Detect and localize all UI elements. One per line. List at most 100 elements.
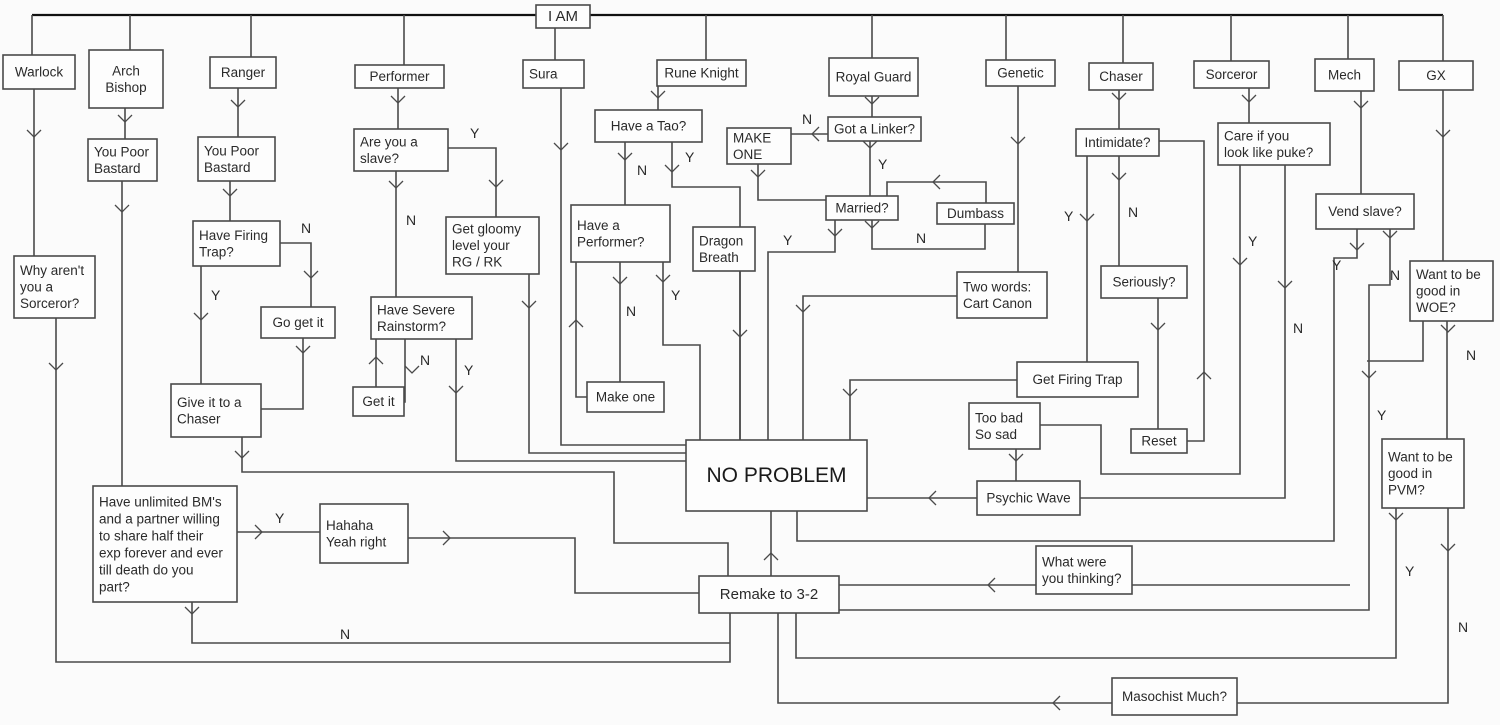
edge-label-slave-n: N bbox=[406, 212, 416, 228]
connector-line bbox=[777, 613, 1112, 704]
arrowhead-icon bbox=[114, 204, 130, 213]
node-box bbox=[956, 271, 1048, 319]
arrowhead-icon bbox=[254, 524, 263, 540]
connector-line bbox=[802, 295, 957, 440]
node-label: Bastard bbox=[204, 160, 251, 175]
arrowhead-icon bbox=[193, 312, 209, 321]
arrowhead-icon bbox=[448, 385, 464, 394]
arrowhead-icon bbox=[750, 169, 766, 178]
node-mech: Mech bbox=[1314, 58, 1375, 92]
arrowhead-icon bbox=[1440, 324, 1456, 333]
arrowhead-icon bbox=[864, 220, 880, 229]
node-label: Two words: bbox=[963, 279, 1031, 294]
connector-line bbox=[560, 88, 686, 446]
node-label: RG / RK bbox=[452, 255, 502, 270]
node-dumbass: Dumbass bbox=[936, 202, 1015, 225]
edge-label-puke-n: N bbox=[1293, 320, 1303, 336]
node-label: Married? bbox=[835, 201, 888, 216]
arrowhead-icon bbox=[488, 179, 504, 188]
arrowhead-icon bbox=[1241, 94, 1257, 103]
node-box bbox=[319, 503, 409, 564]
node-label: Bastard bbox=[94, 161, 141, 176]
node-box bbox=[445, 216, 540, 275]
arrowhead-icon bbox=[234, 450, 250, 459]
arrowhead-icon bbox=[117, 114, 133, 123]
arrowhead-icon bbox=[932, 174, 941, 190]
node-label: WOE? bbox=[1416, 300, 1456, 315]
node-label: till death do you bbox=[99, 562, 194, 577]
arrowhead-icon bbox=[612, 276, 628, 285]
edge-label-firing-y: Y bbox=[211, 287, 221, 303]
node-box bbox=[13, 255, 96, 319]
node-box bbox=[726, 127, 792, 165]
node-label: Get Firing Trap bbox=[1032, 372, 1122, 387]
arrowhead-icon bbox=[295, 345, 311, 354]
node-box bbox=[370, 296, 473, 340]
node-box bbox=[1314, 58, 1375, 92]
node-warlock: Warlock bbox=[2, 54, 76, 90]
arrowhead-icon bbox=[1388, 512, 1404, 521]
node-label: Royal Guard bbox=[836, 70, 912, 85]
arrowhead-icon bbox=[222, 188, 238, 197]
node-getit: Get it bbox=[352, 386, 405, 417]
connector-line bbox=[1237, 508, 1449, 704]
node-label: Rainstorm? bbox=[377, 319, 446, 334]
arrowhead-icon bbox=[795, 304, 811, 313]
connector-line bbox=[757, 164, 826, 201]
edge-label-rain-n: N bbox=[420, 352, 430, 368]
edge-label-married-y: Y bbox=[783, 232, 793, 248]
node-label: GX bbox=[1426, 68, 1446, 83]
node-box bbox=[594, 109, 703, 143]
connector-line bbox=[796, 229, 1358, 542]
node-box bbox=[1130, 428, 1188, 454]
node-box bbox=[1409, 260, 1494, 322]
node-label: you a bbox=[20, 280, 54, 295]
node-label: Dragon bbox=[699, 233, 743, 248]
node-label: part? bbox=[99, 579, 130, 594]
arrowhead-icon bbox=[1349, 242, 1365, 251]
node-label: MAKE bbox=[733, 130, 771, 145]
node-box bbox=[968, 402, 1041, 450]
node-box bbox=[170, 383, 262, 438]
node-label: look like puke? bbox=[1224, 145, 1313, 160]
edge-label-bm-y: Y bbox=[275, 510, 285, 526]
arrowhead-icon bbox=[1353, 100, 1369, 109]
node-label: Mech bbox=[1328, 68, 1361, 83]
node-label: Arch bbox=[112, 63, 140, 78]
node-box bbox=[192, 220, 281, 267]
node-box bbox=[936, 202, 1015, 225]
node-label: Too bad bbox=[975, 410, 1023, 425]
node-box bbox=[656, 59, 747, 87]
arrowhead-icon bbox=[48, 362, 64, 371]
node-getfiring: Get Firing Trap bbox=[1016, 361, 1139, 398]
node-label: Got a Linker? bbox=[834, 122, 915, 137]
node-sorceror: Sorceror bbox=[1193, 60, 1270, 89]
edge-label-perf-n: N bbox=[626, 303, 636, 319]
node-label: to share half their bbox=[99, 528, 204, 543]
node-box bbox=[698, 575, 840, 614]
node-box bbox=[828, 57, 919, 97]
node-label: you thinking? bbox=[1042, 571, 1122, 586]
arrowhead-icon bbox=[650, 90, 666, 99]
node-married-q: Married? bbox=[825, 195, 899, 221]
connector-line bbox=[191, 602, 730, 644]
connector-line bbox=[455, 339, 686, 462]
arrowhead-icon bbox=[404, 365, 420, 374]
node-label: Genetic bbox=[997, 66, 1044, 81]
connector-line bbox=[1159, 140, 1205, 442]
arrowhead-icon bbox=[655, 274, 671, 283]
node-iam: I AM bbox=[535, 4, 591, 29]
node-label: You Poor bbox=[204, 143, 260, 158]
node-genetic: Genetic bbox=[985, 59, 1056, 87]
node-performer: Performer bbox=[354, 64, 445, 89]
node-box bbox=[1381, 438, 1465, 509]
arrowhead-icon bbox=[26, 129, 42, 138]
